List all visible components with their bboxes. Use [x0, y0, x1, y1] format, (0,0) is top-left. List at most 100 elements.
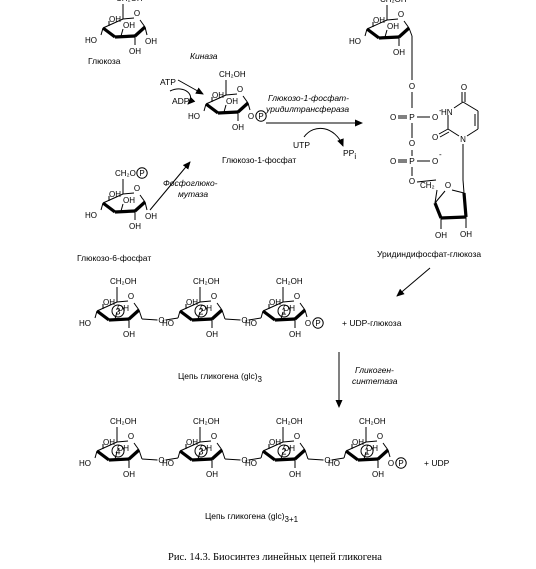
c4-ho: HO	[188, 112, 200, 121]
bond	[307, 458, 324, 461]
c1-o: O	[388, 459, 394, 468]
bond	[179, 441, 201, 452]
ribose-o: O	[445, 181, 451, 190]
ring-oxygen: O	[134, 9, 140, 18]
p1-double-o: O	[390, 113, 396, 122]
phosphate-p2: P	[409, 156, 415, 166]
bond	[96, 309, 110, 322]
bond	[225, 93, 238, 96]
bond	[114, 209, 136, 214]
glycosidic-o: O	[158, 456, 164, 465]
mutase-arrow	[149, 161, 191, 211]
bond	[94, 310, 98, 319]
c2-oh: OH	[206, 470, 218, 479]
bond	[447, 128, 460, 137]
unit-number: 1	[364, 447, 369, 457]
bond	[139, 19, 146, 28]
bond	[438, 128, 449, 135]
bond	[96, 301, 118, 312]
bond	[138, 309, 143, 320]
ppi-label: PPi	[343, 148, 356, 161]
c4-ho: HO	[79, 459, 91, 468]
bond	[114, 451, 118, 460]
glycosidic-o: O	[158, 316, 164, 325]
ring-oxygen: O	[398, 10, 404, 19]
atp-label: ATP	[160, 77, 176, 87]
bond	[343, 450, 347, 459]
bond	[100, 202, 104, 211]
chain-n-label: Цепь гликогена (glc)3+1	[205, 511, 299, 524]
c4-oh: OH	[103, 298, 115, 307]
c4-ho: HO	[162, 319, 174, 328]
bond	[440, 215, 467, 220]
bond	[248, 457, 262, 461]
glucose-label: Глюкоза	[88, 56, 121, 66]
bond	[242, 95, 249, 104]
c4-ho: HO	[328, 459, 340, 468]
bond	[100, 27, 104, 36]
bond	[127, 448, 141, 461]
c4-oh: OH	[109, 190, 121, 199]
p2-o: O	[432, 157, 438, 166]
phosphate-circle	[255, 110, 267, 122]
bond	[210, 448, 224, 461]
c2-oh: OH	[206, 330, 218, 339]
unit-number: 3	[198, 447, 203, 457]
c4-oh: OH	[103, 438, 115, 447]
synthase-label-2: синтетаза	[352, 376, 398, 386]
bond	[365, 440, 378, 443]
ch2oh-label: CH₂OH	[110, 277, 137, 286]
bond	[451, 189, 465, 194]
unit-number-circle	[277, 304, 291, 318]
ribose-oh-2: OH	[460, 230, 472, 239]
bond	[262, 441, 284, 452]
bond	[462, 179, 465, 194]
bond	[453, 101, 464, 109]
bond	[144, 201, 148, 211]
unit-number-circle	[277, 444, 291, 458]
uracil-hn: HN	[441, 108, 453, 117]
bond	[433, 202, 443, 219]
plus-udp-label: + UDP	[424, 458, 450, 468]
ppi-text: PP	[343, 148, 355, 158]
glycosidic-o: O	[241, 316, 247, 325]
bond	[216, 302, 223, 311]
c4-ho: HO	[162, 459, 174, 468]
bond	[262, 309, 276, 322]
c4-ho: HO	[85, 36, 97, 45]
ring-oxygen: O	[237, 85, 243, 94]
c4-oh: OH	[269, 298, 281, 307]
bond	[94, 450, 98, 459]
bond	[378, 35, 400, 40]
c4-ho: HO	[349, 37, 361, 46]
bond	[274, 317, 296, 322]
bond	[102, 18, 124, 29]
udpg-to-chain-arrow	[396, 267, 431, 297]
phosphate-letter: P	[315, 319, 320, 328]
figure-caption: Рис. 14.3. Биосинтез линейных цепей глик…	[168, 552, 382, 563]
bond	[466, 128, 479, 137]
adp-label: ADP	[172, 96, 190, 106]
bond	[262, 301, 284, 312]
bond	[282, 440, 295, 443]
c4-ho: HO	[245, 459, 257, 468]
bond	[217, 110, 239, 115]
c4-oh: OH	[186, 298, 198, 307]
bond	[223, 104, 227, 113]
bridge-o1: O	[409, 82, 415, 91]
phosphate-circle	[395, 457, 407, 469]
unit-number: 2	[281, 447, 286, 457]
chain-3-sub: 3	[258, 375, 263, 384]
bond	[439, 131, 450, 138]
bond	[179, 309, 193, 322]
bond	[282, 300, 295, 303]
ring-oxygen: O	[211, 292, 217, 301]
bond	[179, 301, 201, 312]
bond	[260, 450, 264, 459]
